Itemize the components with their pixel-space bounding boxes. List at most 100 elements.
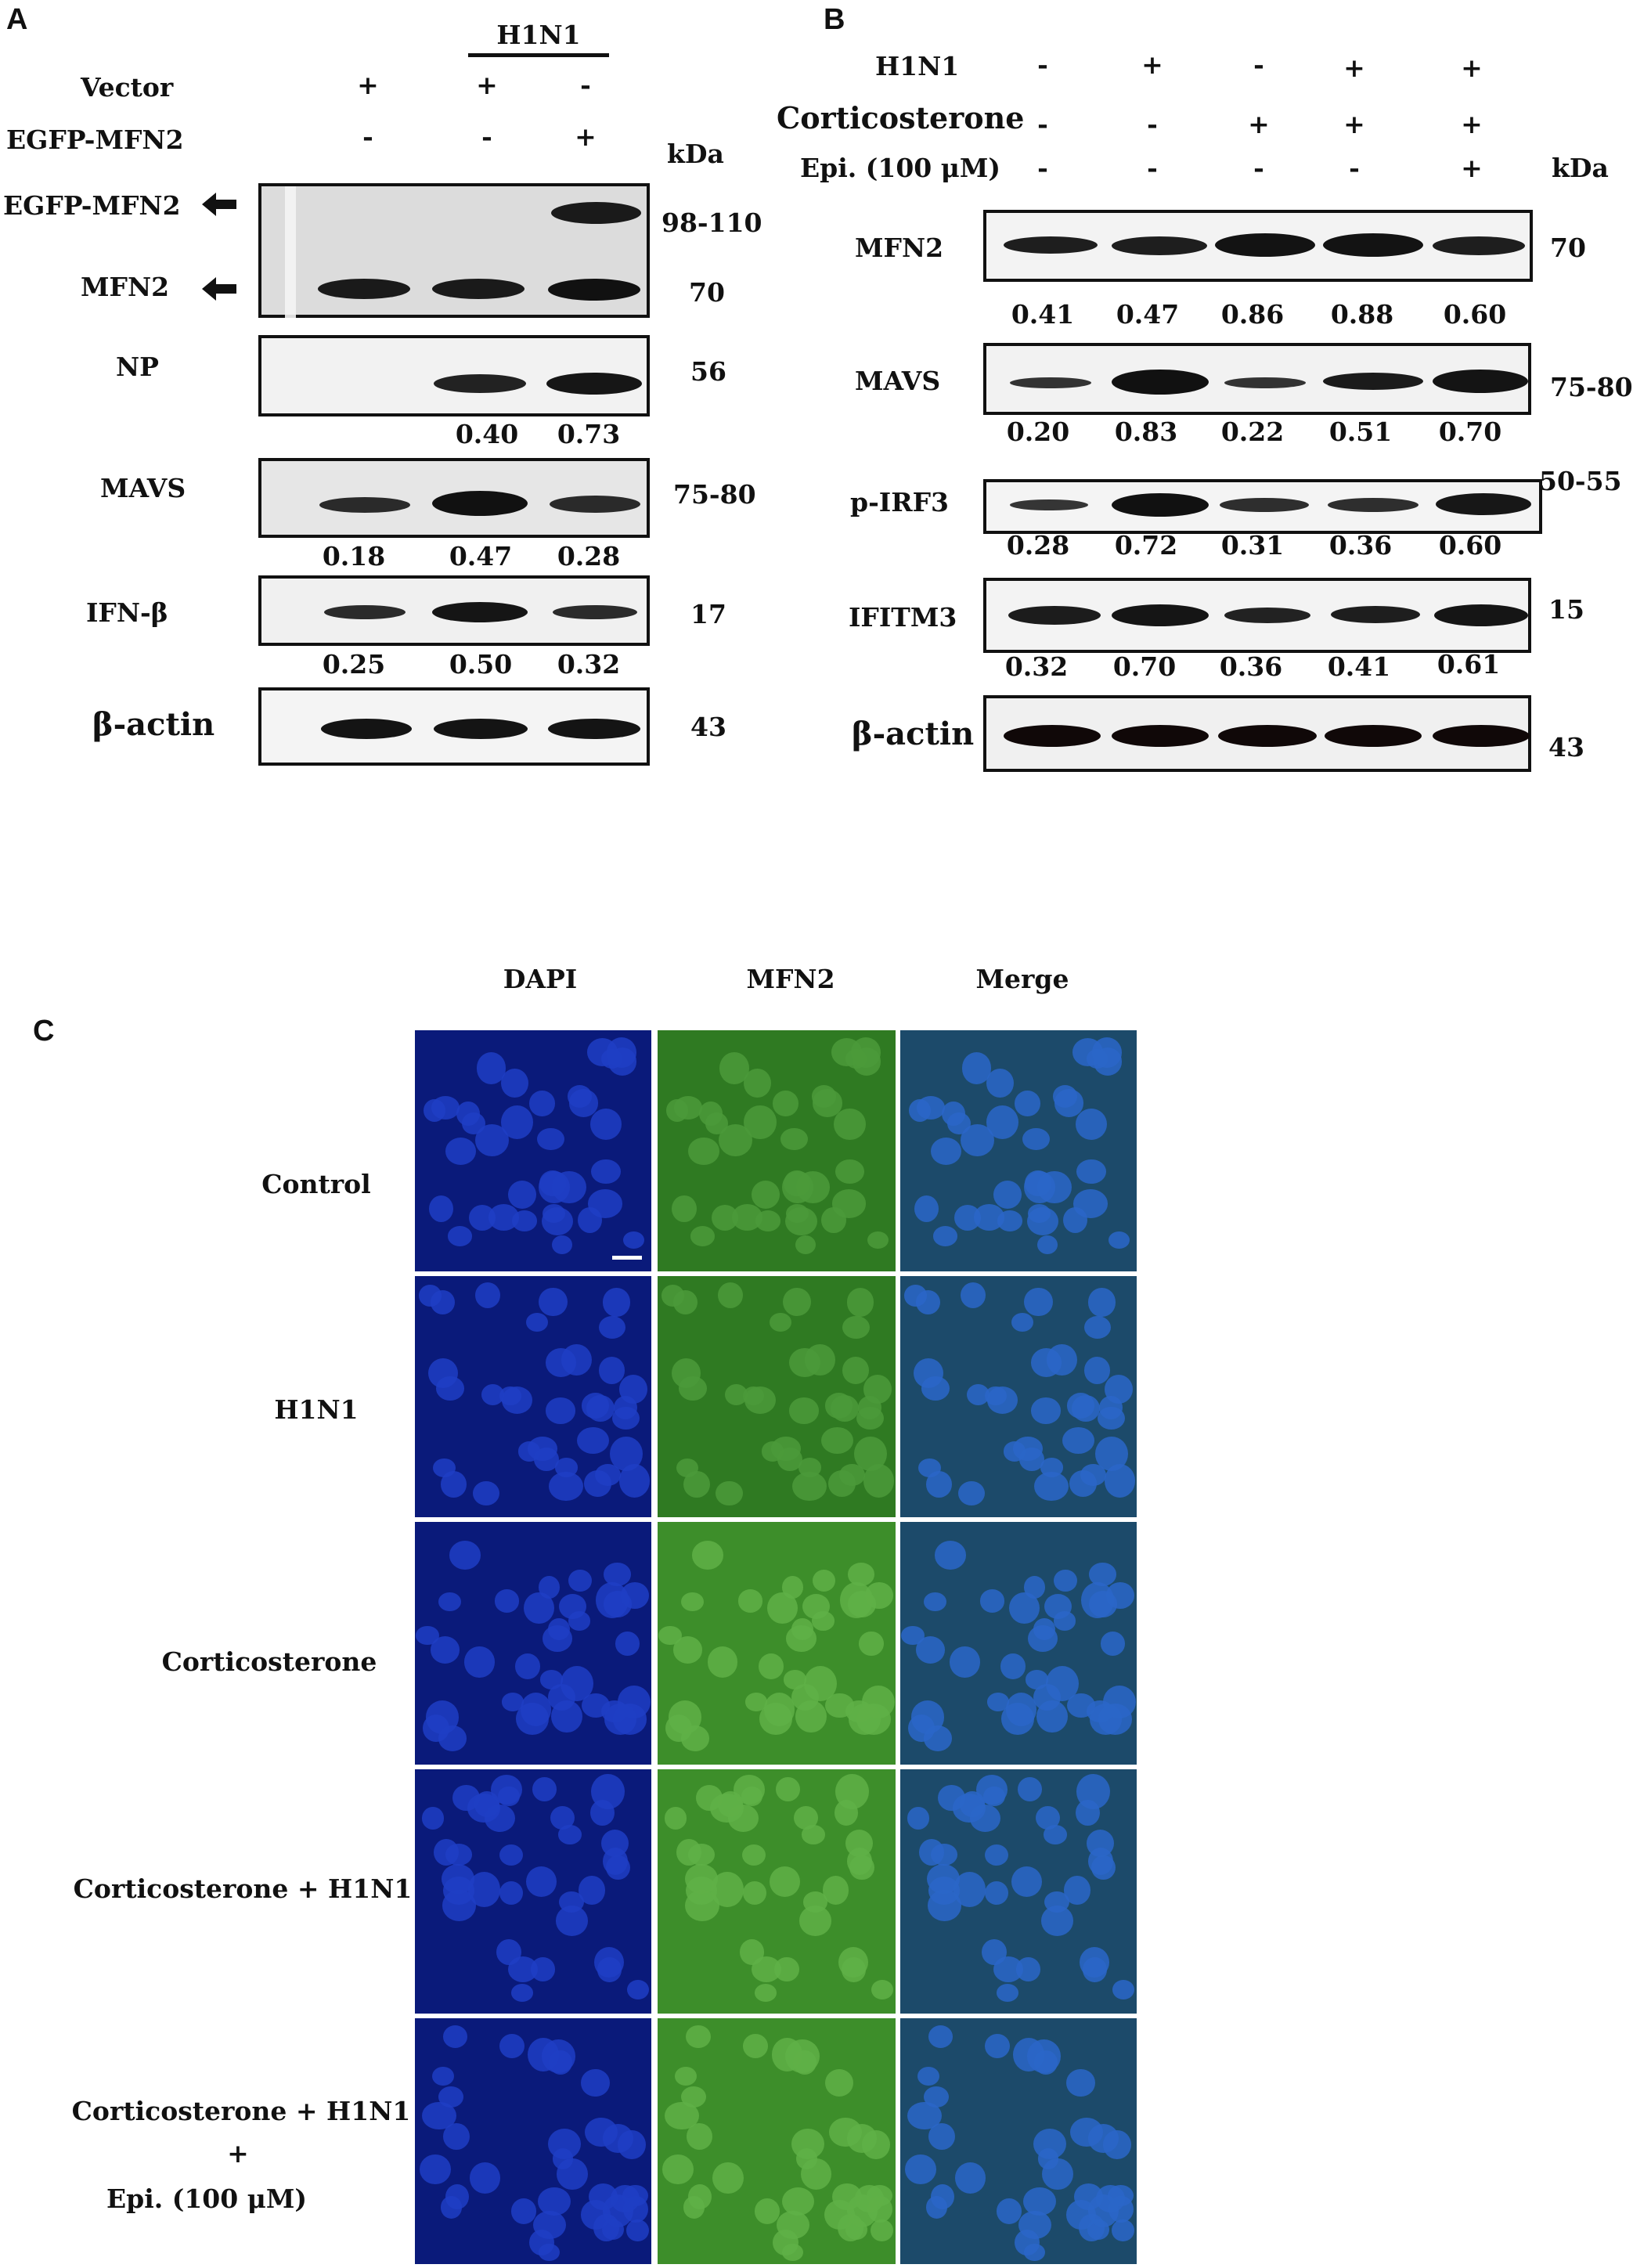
panel-a-sign: - — [580, 70, 591, 100]
cell-nucleus — [501, 1386, 533, 1415]
cell-nucleus — [917, 2066, 939, 2086]
panel-b-value: 0.36 — [1219, 651, 1283, 682]
cell-nucleus — [581, 2068, 610, 2097]
cell-nucleus — [773, 1956, 799, 1981]
cell-nucleus — [916, 1096, 945, 1120]
cell-nucleus — [494, 1589, 520, 1613]
cell-nucleus — [761, 1441, 784, 1462]
cell-nucleus — [744, 1693, 768, 1711]
micrograph-merge — [900, 1522, 1137, 1765]
cell-nucleus — [428, 1358, 458, 1388]
panel-b-value: 0.83 — [1114, 416, 1178, 447]
cell-nucleus — [928, 2025, 953, 2049]
cell-nucleus — [559, 1891, 584, 1913]
cell-nucleus — [924, 1592, 946, 1612]
cell-nucleus — [508, 1181, 537, 1210]
cell-nucleus — [838, 1946, 868, 1978]
panel-b-blot-label-beta-actin: β-actin — [852, 716, 975, 752]
cell-nucleus — [543, 1625, 573, 1653]
blot-band — [1004, 725, 1101, 747]
micrograph-mfn2 — [658, 1276, 896, 1517]
blot-band — [319, 497, 410, 513]
cell-nucleus — [568, 1611, 591, 1631]
panel-a-value: 0.40 — [455, 419, 519, 449]
cell-nucleus — [847, 1288, 874, 1317]
cell-nucleus — [775, 1777, 801, 1802]
panel-b-sign: - — [1037, 109, 1048, 139]
cell-nucleus — [979, 1589, 1005, 1613]
panel-b-sign: - — [1147, 109, 1158, 139]
cell-nucleus — [1104, 1464, 1136, 1498]
cell-nucleus — [1044, 1891, 1069, 1913]
panel-a-kda: 43 — [690, 712, 726, 742]
panel-a-value: 0.50 — [449, 649, 513, 680]
cell-nucleus — [428, 1195, 454, 1223]
blot-band — [1323, 373, 1423, 390]
cell-nucleus — [770, 1313, 792, 1332]
cell-nucleus — [499, 1844, 523, 1866]
panel-b-row-label-epi: Epi. (100 μM) — [800, 153, 1001, 183]
cell-nucleus — [925, 2195, 947, 2219]
blot-band — [1112, 725, 1209, 747]
panel-a-blot-label-mfn2: MFN2 — [81, 272, 170, 302]
cell-nucleus — [734, 1774, 766, 1805]
cell-nucleus — [852, 1047, 881, 1076]
cell-nucleus — [1011, 1313, 1034, 1332]
cell-nucleus — [499, 2033, 525, 2059]
blot-band — [1433, 370, 1528, 393]
cell-nucleus — [780, 1127, 808, 1151]
cell-nucleus — [1070, 2117, 1104, 2147]
cell-nucleus — [932, 1225, 957, 1246]
cell-nucleus — [580, 2199, 611, 2230]
cell-nucleus — [758, 1653, 784, 1679]
panel-a-blot-egfp-mfn2 — [258, 183, 650, 318]
panel-a-sign: - — [362, 121, 373, 152]
cell-nucleus — [514, 1653, 541, 1679]
blot-band — [1112, 370, 1209, 395]
cell-nucleus — [934, 1541, 966, 1570]
cell-nucleus — [705, 1112, 729, 1135]
panel-c-row-label-control: Control — [261, 1169, 371, 1199]
cell-nucleus — [1006, 1693, 1037, 1726]
micrograph-merge — [900, 1276, 1137, 1517]
cell-nucleus — [1112, 2219, 1134, 2241]
cell-nucleus — [445, 1138, 477, 1166]
cell-nucleus — [433, 1459, 456, 1478]
micrograph-merge — [900, 2018, 1137, 2264]
blot-band — [551, 202, 641, 224]
cell-nucleus — [986, 1693, 1010, 1711]
blot-band — [432, 491, 528, 516]
panel-a-sign: + — [357, 70, 379, 100]
cell-nucleus — [856, 1703, 892, 1735]
cell-nucleus — [510, 2198, 537, 2225]
cell-nucleus — [864, 1582, 893, 1609]
blot-band — [1325, 725, 1422, 747]
panel-b-value: 0.70 — [1112, 651, 1177, 682]
blot-band — [1112, 236, 1207, 255]
panel-b-blot-mfn2 — [983, 210, 1533, 282]
cell-nucleus — [986, 1386, 1018, 1415]
blot-band — [1436, 493, 1531, 515]
panel-b-value: 0.70 — [1438, 416, 1502, 447]
panel-b-sign: + — [1461, 109, 1483, 139]
blot-band — [553, 605, 637, 619]
cell-nucleus — [1035, 1805, 1060, 1830]
cell-nucleus — [1018, 2210, 1051, 2240]
cell-nucleus — [589, 1109, 622, 1140]
cell-nucleus — [786, 1204, 809, 1223]
cell-nucleus — [623, 1231, 645, 1249]
panel-b-value: 0.32 — [1004, 651, 1069, 682]
blot-band — [1010, 377, 1091, 388]
cell-nucleus — [1093, 1047, 1123, 1076]
cell-nucleus — [957, 1480, 986, 1506]
cell-nucleus — [950, 1646, 980, 1678]
panel-a-blot-mavs — [258, 458, 650, 538]
blot-band — [434, 374, 526, 393]
panel-a-row-label-vector: Vector — [81, 72, 174, 103]
cell-nucleus — [594, 1946, 625, 1978]
blot-band — [548, 279, 640, 301]
cell-nucleus — [835, 1159, 865, 1184]
panel-a-h1n1-bracket — [468, 53, 609, 57]
cell-nucleus — [716, 1480, 743, 1506]
cell-nucleus — [718, 1282, 744, 1309]
